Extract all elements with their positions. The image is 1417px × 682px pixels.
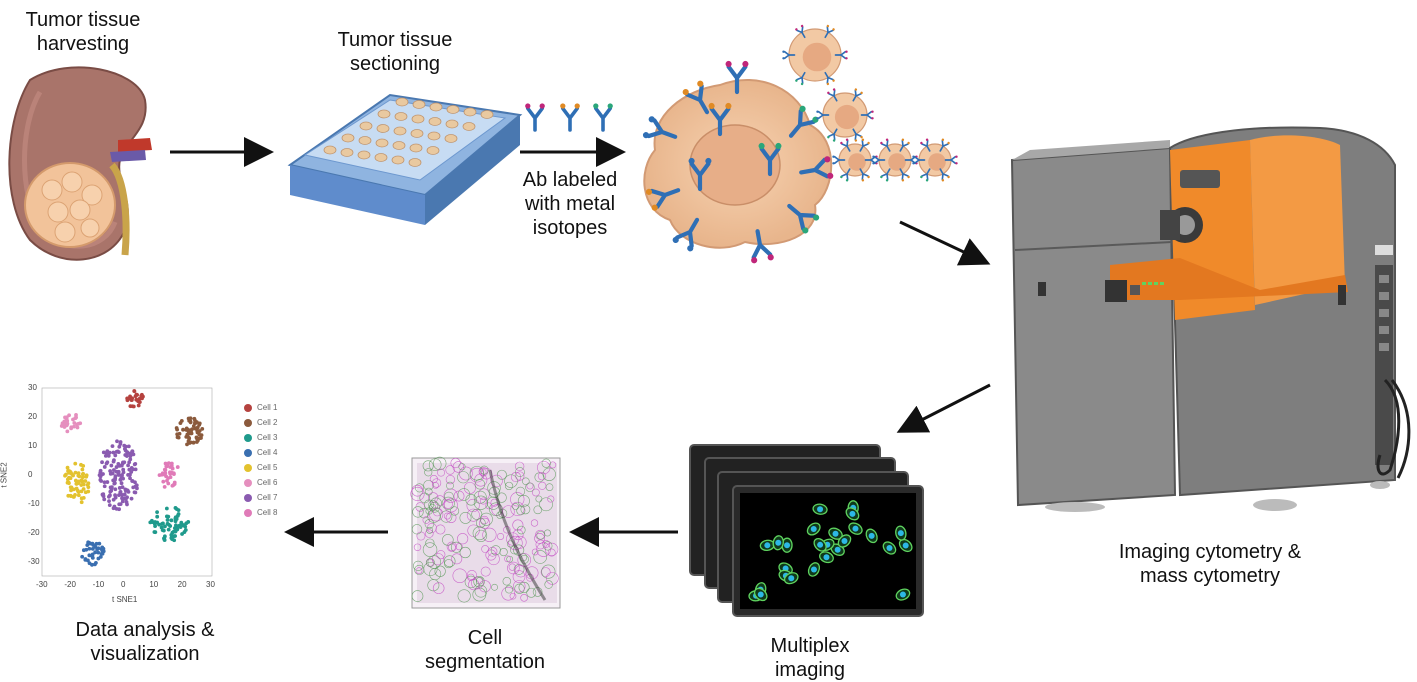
tsne-plot <box>41 387 213 577</box>
legend-item: Cell 4 <box>244 448 277 457</box>
arrow-4 <box>896 383 991 433</box>
legend-item: Cell 7 <box>244 493 277 502</box>
labeled-cell-illustration <box>642 60 834 264</box>
legend-marker <box>244 478 252 487</box>
legend-label: Cell 5 <box>257 463 278 472</box>
legend-item: Cell 6 <box>244 478 277 487</box>
step-harvest-label: Tumor tissue harvesting <box>25 9 141 55</box>
tsne-xtick: 30 <box>206 580 215 589</box>
legend-marker <box>244 508 252 517</box>
tsne-xtick: 10 <box>149 580 159 589</box>
legend-label: Cell 2 <box>257 418 278 427</box>
tsne-xlabel: t SNE1 <box>112 595 138 604</box>
legend-item: Cell 1 <box>244 403 277 412</box>
legend-label: Cell 4 <box>257 448 278 457</box>
step-sectioning-label: Tumor tissue sectioning <box>337 29 453 75</box>
tsne-ytick: 10 <box>28 440 37 450</box>
legend-item: Cell 8 <box>244 508 277 517</box>
legend-label: Cell 6 <box>257 478 278 487</box>
step-multiplex-label: Multiplex imaging <box>770 635 850 681</box>
multiplex-images-illustration <box>689 444 924 617</box>
tsne-xtick: -30 <box>36 580 48 589</box>
tsne-ylabel: t SNE2 <box>0 462 9 488</box>
legend-marker <box>244 403 252 412</box>
step-segmentation-label: Cell segmentation <box>424 627 546 673</box>
step-analysis-label: Data analysis & visualization <box>75 619 215 665</box>
legend-marker <box>244 493 252 502</box>
tsne-xtick: 0 <box>121 580 126 589</box>
kidney-illustration <box>8 66 152 261</box>
legend-label: Cell 3 <box>257 433 278 442</box>
tsne-xtick: -10 <box>92 580 105 589</box>
legend-marker <box>244 433 252 442</box>
legend-item: Cell 2 <box>244 418 277 427</box>
mass-cytometer-illustration <box>1010 126 1411 512</box>
tsne-ytick: -30 <box>28 556 40 566</box>
tsne-ytick: -10 <box>28 498 40 508</box>
legend-label: Cell 8 <box>257 508 278 517</box>
arrow-3 <box>899 220 991 266</box>
tsne-ytick: 0 <box>28 469 33 479</box>
small-cells-illustration <box>782 24 958 182</box>
tsne-xtick: -20 <box>64 580 76 589</box>
antibody-icons <box>525 103 613 132</box>
tsne-ytick: 30 <box>28 383 37 392</box>
legend-marker <box>244 463 252 472</box>
segmentation-image <box>410 456 561 609</box>
legend-marker <box>244 448 252 457</box>
step-cytometry-label: Imaging cytometry & mass cytometry <box>1118 541 1302 587</box>
legend-item: Cell 5 <box>244 463 277 472</box>
legend-label: Cell 1 <box>257 403 278 412</box>
legend-item: Cell 3 <box>244 433 277 442</box>
tsne-xtick: 20 <box>177 580 187 589</box>
tissue-slide-illustration <box>287 93 523 225</box>
tsne-ytick: -20 <box>28 527 40 537</box>
tsne-ytick: 20 <box>28 411 37 421</box>
legend-label: Cell 7 <box>257 493 278 502</box>
step-antibody-label: Ab labeled with metal isotopes <box>522 169 618 239</box>
legend-marker <box>244 418 252 427</box>
